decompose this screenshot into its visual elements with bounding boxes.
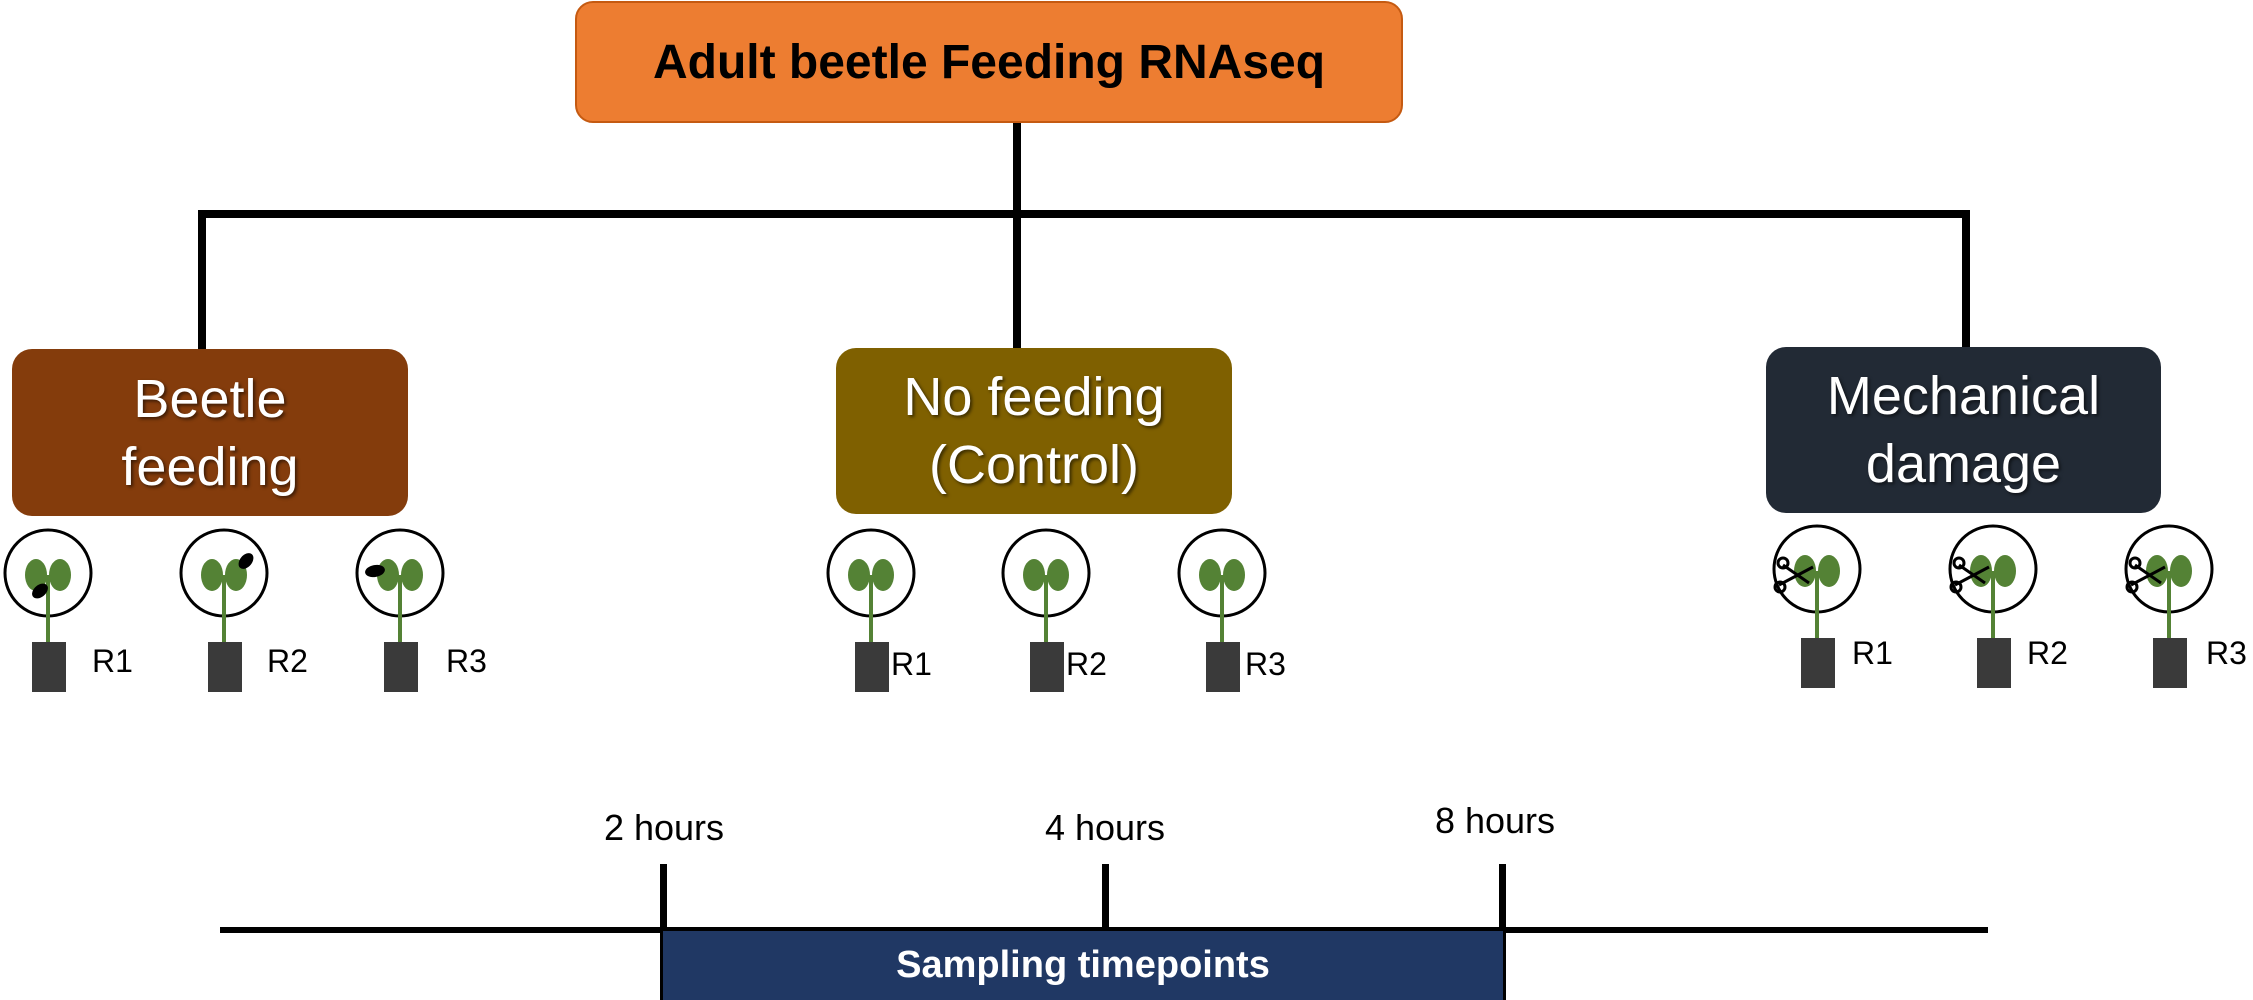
seedling-icon (2124, 524, 2214, 688)
treatment-label-line2: feeding (121, 436, 299, 497)
treatment-label-line2: damage (1865, 434, 2062, 494)
replicate-label: R1 (1852, 635, 1893, 671)
sampling-timepoints-bar: Sampling timepoints (663, 931, 1503, 1000)
treatment-box-mechanical-damage: Mechanical damage (1766, 347, 2161, 513)
replicate-label: R2 (1066, 646, 1107, 682)
timepoint-label: 8 hours (1434, 800, 1556, 841)
treatment-label-line1: No feeding (903, 367, 1165, 427)
replicate-label: R1 (92, 643, 133, 679)
connector-left-drop (198, 210, 206, 349)
replicate-label: R2 (267, 643, 308, 679)
replicate-label: R1 (891, 646, 932, 682)
seedling-icon (826, 528, 916, 692)
seedling-icon (1772, 524, 1862, 688)
replicate-label: R2 (2027, 635, 2068, 671)
replicate-label: R3 (1245, 646, 1286, 682)
treatment-label-line1: Mechanical (1826, 366, 2101, 426)
connector-right-drop (1962, 210, 1970, 347)
timepoint-label: 4 hours (1044, 807, 1166, 848)
treatment-box-beetle-feeding: Beetle feeding (12, 349, 408, 516)
seedling-icon (355, 528, 445, 692)
beetle-icon (32, 583, 48, 599)
beetle-icon (365, 564, 385, 578)
connector-horizontal (198, 210, 1970, 218)
title-box: Adult beetle Feeding RNAseq (575, 1, 1403, 123)
timeline-tick (1102, 864, 1109, 930)
sampling-timepoints-label: Sampling timepoints (896, 944, 1270, 986)
scissors-icon (1949, 556, 1990, 594)
seedling-icon (1001, 528, 1091, 692)
seedling-icon (1948, 524, 2038, 688)
seedling-icon (1177, 528, 1267, 692)
timeline-axis (220, 927, 1988, 933)
timepoint-label: 2 hours (603, 807, 725, 848)
treatment-label-line1: Beetle (133, 368, 287, 429)
scissors-icon (2125, 556, 2166, 594)
treatment-label-line2: (Control) (928, 435, 1140, 495)
scissors-icon (1773, 556, 1814, 594)
beetle-icon (238, 553, 254, 569)
replicate-label: R3 (446, 643, 487, 679)
connector-trunk (1013, 123, 1021, 349)
seedling-icon (179, 528, 269, 692)
title-text: Adult beetle Feeding RNAseq (652, 35, 1326, 89)
replicate-label: R3 (2206, 635, 2247, 671)
treatment-box-no-feeding: No feeding (Control) (836, 348, 1232, 514)
seedling-icon (3, 528, 93, 692)
